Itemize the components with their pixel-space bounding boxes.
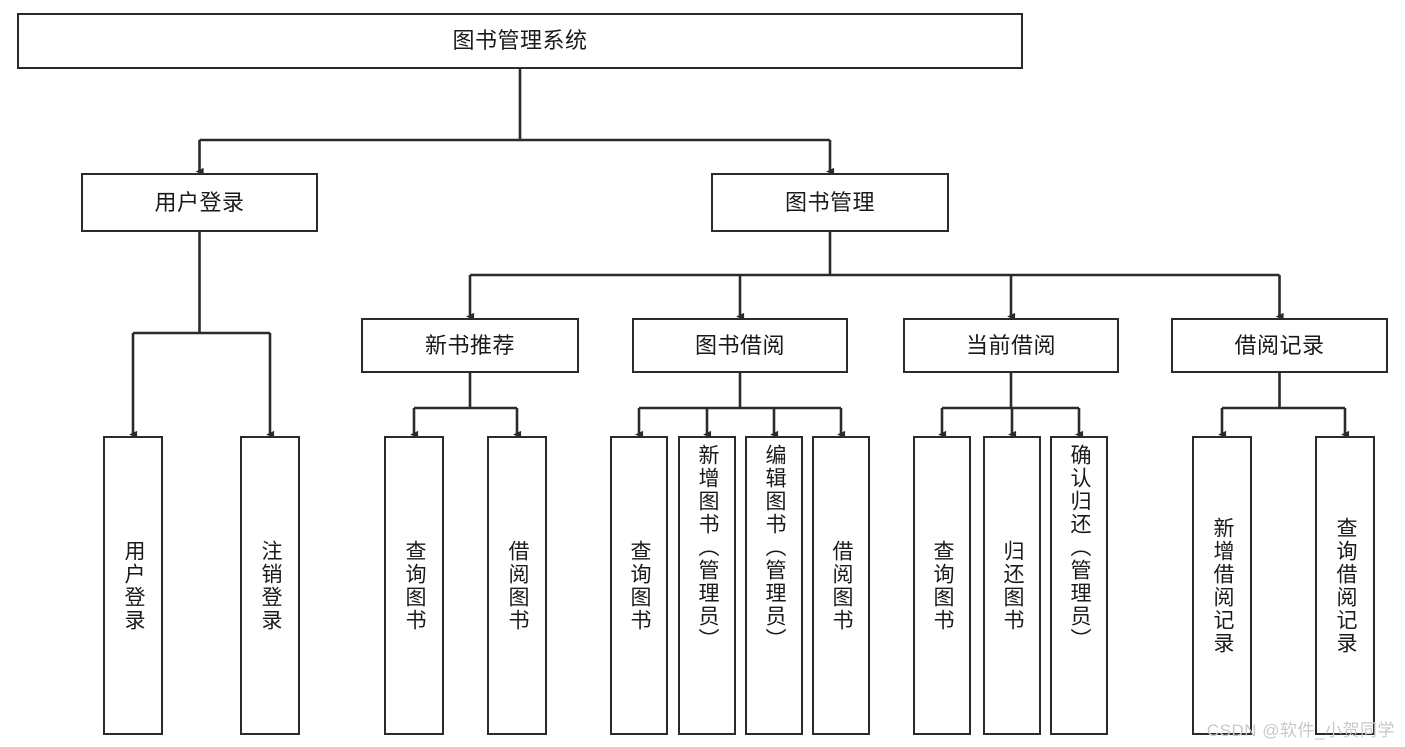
node-label: 注销登录 [259, 539, 283, 632]
node-label: 查询图书 [931, 539, 955, 632]
node-leaf-13[interactable]: 查询借阅记录 [1315, 436, 1375, 735]
node-leaf-2[interactable]: 注销登录 [240, 436, 300, 735]
node-cur-borrow[interactable]: 当前借阅 [903, 318, 1119, 373]
node-label: 借阅图书 [506, 539, 530, 632]
node-label: 图书管理 [784, 189, 875, 215]
node-leaf-10[interactable]: 归还图书 [983, 436, 1041, 735]
node-leaf-6[interactable]: 新增图书（管理员） [678, 436, 736, 735]
node-leaf-9[interactable]: 查询图书 [913, 436, 971, 735]
node-leaf-11[interactable]: 确认归还（管理员） [1050, 436, 1108, 735]
node-borrow-log[interactable]: 借阅记录 [1171, 318, 1388, 373]
node-label: 图书借阅 [694, 332, 785, 358]
node-leaf-12[interactable]: 新增借阅记录 [1192, 436, 1252, 735]
node-label: 查询图书 [628, 539, 652, 632]
node-user-login[interactable]: 用户登录 [81, 173, 318, 232]
watermark-text: CSDN @软件_小贺同学 [1206, 721, 1395, 740]
node-label: 当前借阅 [965, 332, 1056, 358]
node-label: 查询图书 [403, 539, 427, 632]
node-label: 确认归还（管理员） [1068, 444, 1092, 651]
node-label: 查询借阅记录 [1334, 516, 1358, 655]
node-label: 编辑图书（管理员） [763, 444, 787, 651]
node-leaf-7[interactable]: 编辑图书（管理员） [745, 436, 803, 735]
node-leaf-8[interactable]: 借阅图书 [812, 436, 870, 735]
node-leaf-5[interactable]: 查询图书 [610, 436, 668, 735]
node-label: 新增借阅记录 [1211, 516, 1235, 655]
node-book-borrow[interactable]: 图书借阅 [632, 318, 848, 373]
node-book-manage[interactable]: 图书管理 [711, 173, 949, 232]
node-leaf-4[interactable]: 借阅图书 [487, 436, 547, 735]
node-label: 用户登录 [122, 539, 146, 632]
node-label: 归还图书 [1001, 539, 1025, 632]
node-label: 用户登录 [154, 189, 245, 215]
node-root[interactable]: 图书管理系统 [17, 13, 1023, 69]
node-label: 借阅图书 [830, 539, 854, 632]
node-leaf-1[interactable]: 用户登录 [103, 436, 163, 735]
node-label: 新书推荐 [424, 332, 515, 358]
node-label: 新增图书（管理员） [696, 444, 720, 651]
node-label: 借阅记录 [1234, 332, 1325, 358]
node-label: 图书管理系统 [452, 28, 588, 54]
node-leaf-3[interactable]: 查询图书 [384, 436, 444, 735]
node-new-book-rec[interactable]: 新书推荐 [361, 318, 579, 373]
